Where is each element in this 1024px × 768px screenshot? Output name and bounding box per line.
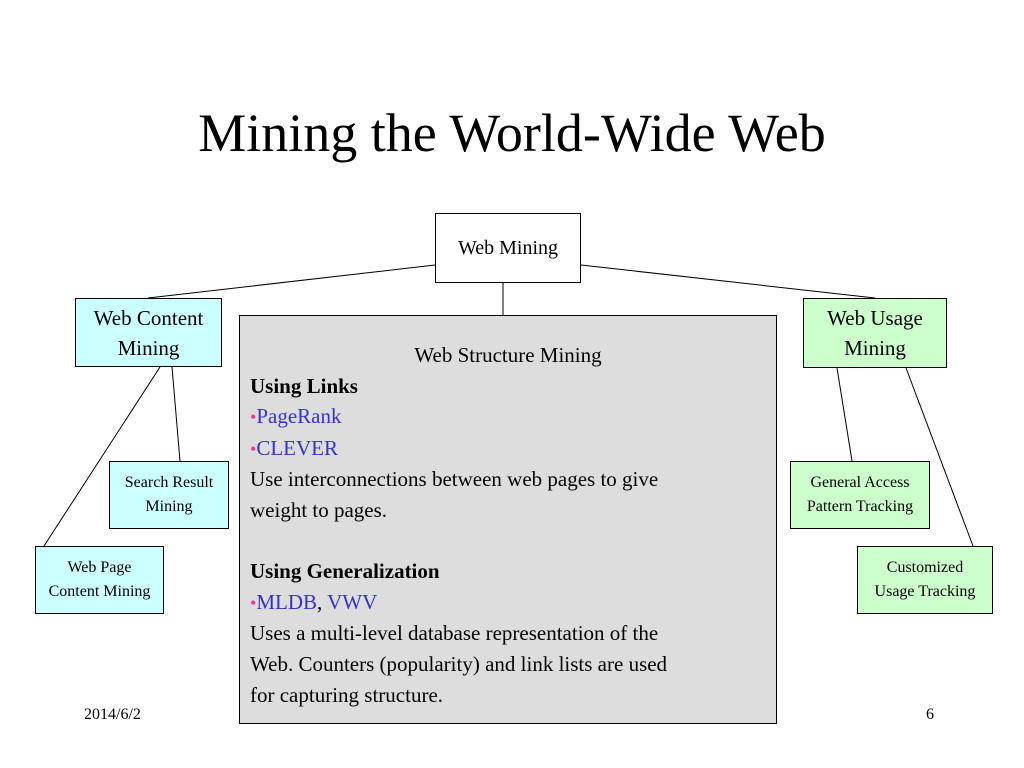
page-number: 6 [926,706,934,723]
vwv-text: VWV [327,589,378,614]
pagerank-item: •PageRank [250,401,766,433]
footer-date: 2014/6/2 [84,706,141,723]
connector-content-search [171,366,181,462]
connector-usage-access [836,367,853,462]
web-structure-mining-node: Web Structure Mining Using Links •PageRa… [239,315,777,724]
bullet-icon: • [250,592,257,613]
web-page-content-mining-label-1: Web Page [67,559,132,576]
general-desc-1: Uses a multi-level database representati… [250,621,659,646]
general-desc-3: for capturing structure. [250,682,444,707]
search-result-mining-node: Search Result Mining [109,461,229,529]
web-usage-mining-label-1: Web Usage [827,306,923,330]
web-page-content-mining-node: Web Page Content Mining [35,546,164,614]
clever-text: CLEVER [256,435,338,460]
clever-item: •CLEVER [250,433,766,465]
using-links-heading: Using Links [250,373,358,398]
structure-heading: Web Structure Mining [414,343,602,367]
search-result-mining-label-2: Mining [145,498,193,515]
web-content-mining-label-1: Web Content [93,305,204,330]
links-desc-1: Use interconnections between web pages t… [250,467,659,492]
connector-root-content [147,264,436,299]
web-usage-mining-label-2: Mining [844,336,906,360]
web-page-content-mining-label-2: Content Mining [48,583,151,600]
search-result-mining-label-1: Search Result [124,474,214,491]
web-usage-mining-node: Web Usage Mining [803,298,947,368]
general-access-pattern-tracking-node: General Access Pattern Tracking [790,461,930,529]
mldb-vwv-item: •MLDB, VWV [250,587,766,619]
connector-usage-custom [905,367,974,547]
customized-usage-label-2: Usage Tracking [874,583,976,600]
general-desc-2: Web. Counters (popularity) and link list… [250,651,668,676]
web-mining-label: Web Mining [457,236,559,259]
using-generalization-heading: Using Generalization [250,559,440,584]
connector-root-usage [580,264,876,299]
separator-text: , [317,589,328,614]
web-content-mining-label-2: Mining [117,335,180,360]
general-access-label-2: Pattern Tracking [806,498,914,515]
customized-usage-label-1: Customized [886,559,964,576]
connector-content-webpage [43,366,161,547]
links-desc-2: weight to pages. [250,497,388,522]
web-content-mining-node: Web Content Mining [75,298,222,367]
slide-title: Mining the World-Wide Web [198,103,826,163]
spacer [250,526,766,557]
pagerank-text: PageRank [256,404,342,429]
bullet-icon: • [250,438,257,459]
web-mining-node: Web Mining [435,213,581,283]
mldb-text: MLDB [256,589,317,614]
customized-usage-tracking-node: Customized Usage Tracking [857,546,993,614]
bullet-icon: • [250,407,257,428]
general-access-label-1: General Access [810,474,910,491]
